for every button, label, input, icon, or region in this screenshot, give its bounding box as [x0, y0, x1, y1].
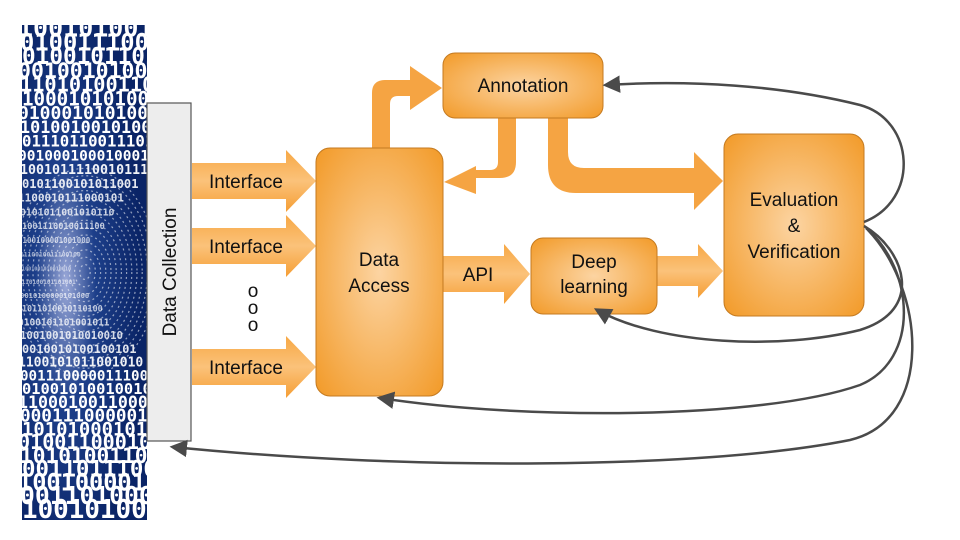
- data-access-label-line1: Data: [359, 250, 400, 271]
- binary-digit-row: 1001000010010000: [18, 468, 245, 496]
- spiral-ring: [47, 219, 123, 325]
- binary-digit-row: 1010100110101001: [20, 443, 224, 468]
- binary-digit-row: 0100101001001010: [22, 380, 170, 398]
- annotation-label: Annotation: [478, 76, 569, 97]
- binary-digit-row: 0100010101000101: [18, 103, 191, 124]
- deep-learning-label-line2: learning: [560, 277, 628, 298]
- binary-digit-row: 1001001010010010: [22, 266, 71, 272]
- binary-digit-row: 0010001000100010: [18, 148, 158, 164]
- binary-data-image: 1001010010010100010011100100111001001011…: [18, 14, 271, 525]
- spiral-ring: [58, 234, 112, 310]
- spiral-ring: [68, 249, 102, 295]
- data-collection-bar: Data Collection: [146, 102, 192, 442]
- binary-digit-row: 1011010010110100: [22, 304, 103, 314]
- data-access-label-line2: Access: [348, 276, 409, 297]
- binary-digit-row: 1001011110010111: [20, 163, 148, 178]
- ellipsis-mark-3: o: [248, 315, 259, 336]
- binary-digit-row: 0100100001001000: [18, 236, 91, 245]
- binary-digit-row: 1101010011010100: [20, 73, 215, 97]
- binary-digit-row: 1110010011100100: [20, 252, 81, 259]
- binary-digit-row: 1100101011001010: [18, 356, 143, 371]
- feedback-to-data-access: [376, 227, 905, 415]
- api-arrow: API: [443, 244, 530, 304]
- spiral-ring: [37, 204, 133, 340]
- interface-arrow-3: Interface: [192, 336, 316, 398]
- binary-digit-row: 0010100000101000: [20, 291, 89, 300]
- evaluation-box: Evaluation & Verification: [723, 133, 865, 317]
- annotation-to-evaluation-arrow: [548, 118, 723, 210]
- binary-digit-row: 1100010011000100: [18, 393, 178, 412]
- feedback-to-deep-learning: [593, 224, 904, 343]
- data-access-box: Data Access: [315, 147, 444, 397]
- binary-digit-row: 1000101010001010: [22, 87, 207, 110]
- binary-digit-row: 1001001010010010: [20, 329, 123, 342]
- annotation-box: Annotation: [442, 52, 604, 119]
- binary-digit-row: 0100111001001110: [20, 28, 249, 56]
- spiral-ring: [27, 190, 143, 355]
- api-label: API: [463, 265, 494, 286]
- binary-digit-row: 0010010100100101: [22, 342, 137, 356]
- interface-label-3: Interface: [209, 358, 283, 379]
- spiral-ring: [73, 256, 96, 288]
- spiral-ring: [79, 264, 91, 281]
- interface-label-2: Interface: [209, 237, 283, 258]
- interface-label-1: Interface: [209, 172, 283, 193]
- binary-digit-row: 0101100101011001: [22, 177, 139, 191]
- deep-learning-box: Deep learning: [530, 237, 658, 315]
- access-to-annotation-arrow: [372, 66, 442, 148]
- binary-digit-row: 0100110001001100: [18, 430, 212, 454]
- ellipsis-mark-2: o: [248, 298, 259, 319]
- binary-digit-row: 0101011001010110: [20, 207, 114, 218]
- annotation-to-access-arrow: [444, 118, 516, 194]
- binary-digit-row: 0001110000011100: [20, 407, 190, 427]
- spiral-ring: [42, 212, 128, 332]
- binary-digit-row: 1001010010010100: [22, 495, 271, 525]
- binary-digit-row: 0011011100110111: [22, 457, 238, 483]
- interface-arrow-1: Interface: [192, 150, 316, 212]
- binary-digit-row: 1001010010010100: [18, 14, 259, 43]
- binary-digit-row: 0011010000110100: [20, 481, 258, 510]
- spiral-ring: [63, 241, 107, 303]
- data-collection-label: Data Collection: [160, 208, 181, 337]
- feedback-to-annotation: [602, 75, 905, 224]
- binary-digit-row: 0100101101001011: [18, 317, 110, 328]
- binary-digit-row: 0100101101001011: [22, 44, 241, 70]
- feedback-to-data-collection: [169, 229, 914, 465]
- deep-to-evaluation-arrow: [657, 244, 723, 298]
- interface-arrow-2: Interface: [192, 215, 316, 277]
- ellipsis: o o o: [248, 281, 259, 336]
- ellipsis-mark-1: o: [248, 281, 259, 302]
- binary-digit-row: 0110100101101001: [18, 279, 76, 286]
- evaluation-label-line3: Verification: [748, 242, 841, 263]
- binary-digit-row: 1001110010011100: [22, 222, 105, 232]
- binary-digit-row: 0011100000111000: [20, 368, 157, 384]
- binary-digit-row: 1010010010100100: [20, 117, 182, 137]
- deep-learning-label-line1: Deep: [571, 252, 616, 273]
- binary-digit-row: 1010100010101000: [22, 418, 204, 440]
- evaluation-label-line2: &: [788, 216, 801, 237]
- evaluation-label-line1: Evaluation: [750, 190, 839, 211]
- binary-digit-row: 0111011001110110: [22, 132, 173, 151]
- binary-digit-row: 0010010100100101: [18, 59, 225, 84]
- spiral-ring: [32, 197, 138, 347]
- spiral-ring: [53, 227, 117, 318]
